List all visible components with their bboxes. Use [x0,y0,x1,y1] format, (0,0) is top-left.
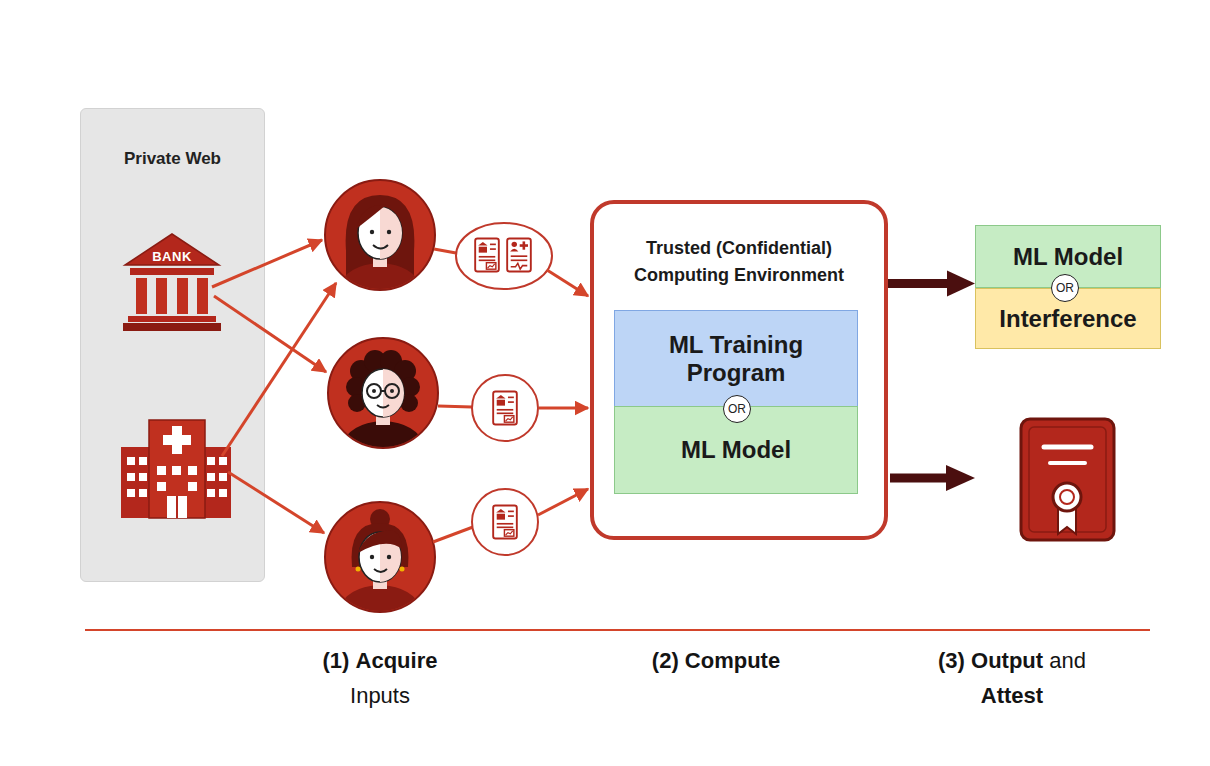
label-word: (2) [652,648,679,673]
person-avatar [325,502,435,619]
node-text: ML Model [681,436,791,464]
step-label: (1) Acquire Inputs [300,643,460,713]
label-word: (3) [938,648,965,673]
label-word: Compute [685,648,780,673]
arrow-shaft [888,279,951,288]
or-circle: OR [723,395,751,423]
label-word: and [1049,648,1086,673]
person-avatar [325,180,435,297]
label-word: (1) [323,648,350,673]
node-text: Interference [999,305,1136,333]
group-panel: Private WebBANK [80,108,265,582]
node-text: ML Training Program [650,331,822,387]
environment-box: Trusted (Confidential) Computing Environ… [590,200,888,540]
bank-icon-node: BANK [122,232,222,332]
node-text: ML Model [1013,243,1123,271]
person-bubble-connector [433,249,473,542]
label-word: Inputs [350,683,410,708]
or-circle: OR [1051,274,1079,302]
person-avatar [328,338,438,455]
arrow-head [947,271,975,297]
node-text: Trusted (Confidential) Computing Environ… [614,235,864,289]
document-bubble [456,223,552,289]
node-text: OR [728,402,746,416]
node-text: BANK [122,249,222,264]
flow-arrow [888,271,975,297]
certificate-icon [1021,419,1114,540]
divider-line [85,629,1150,631]
step-label: (2) Compute [616,643,816,678]
document-bubble [472,375,538,441]
process-box: ML Training Program [614,310,858,407]
document-bubble [472,489,538,555]
input-arrows [538,270,588,515]
step-label: (3) Output and Attest [919,643,1105,713]
node-text: OR [1056,281,1074,295]
node-text: Private Web [81,149,264,169]
label-word: Attest [981,683,1043,708]
label-word: Acquire [356,648,438,673]
attest-arrow [890,465,975,491]
bank-icon [122,232,222,332]
label-word: Output [971,648,1043,673]
